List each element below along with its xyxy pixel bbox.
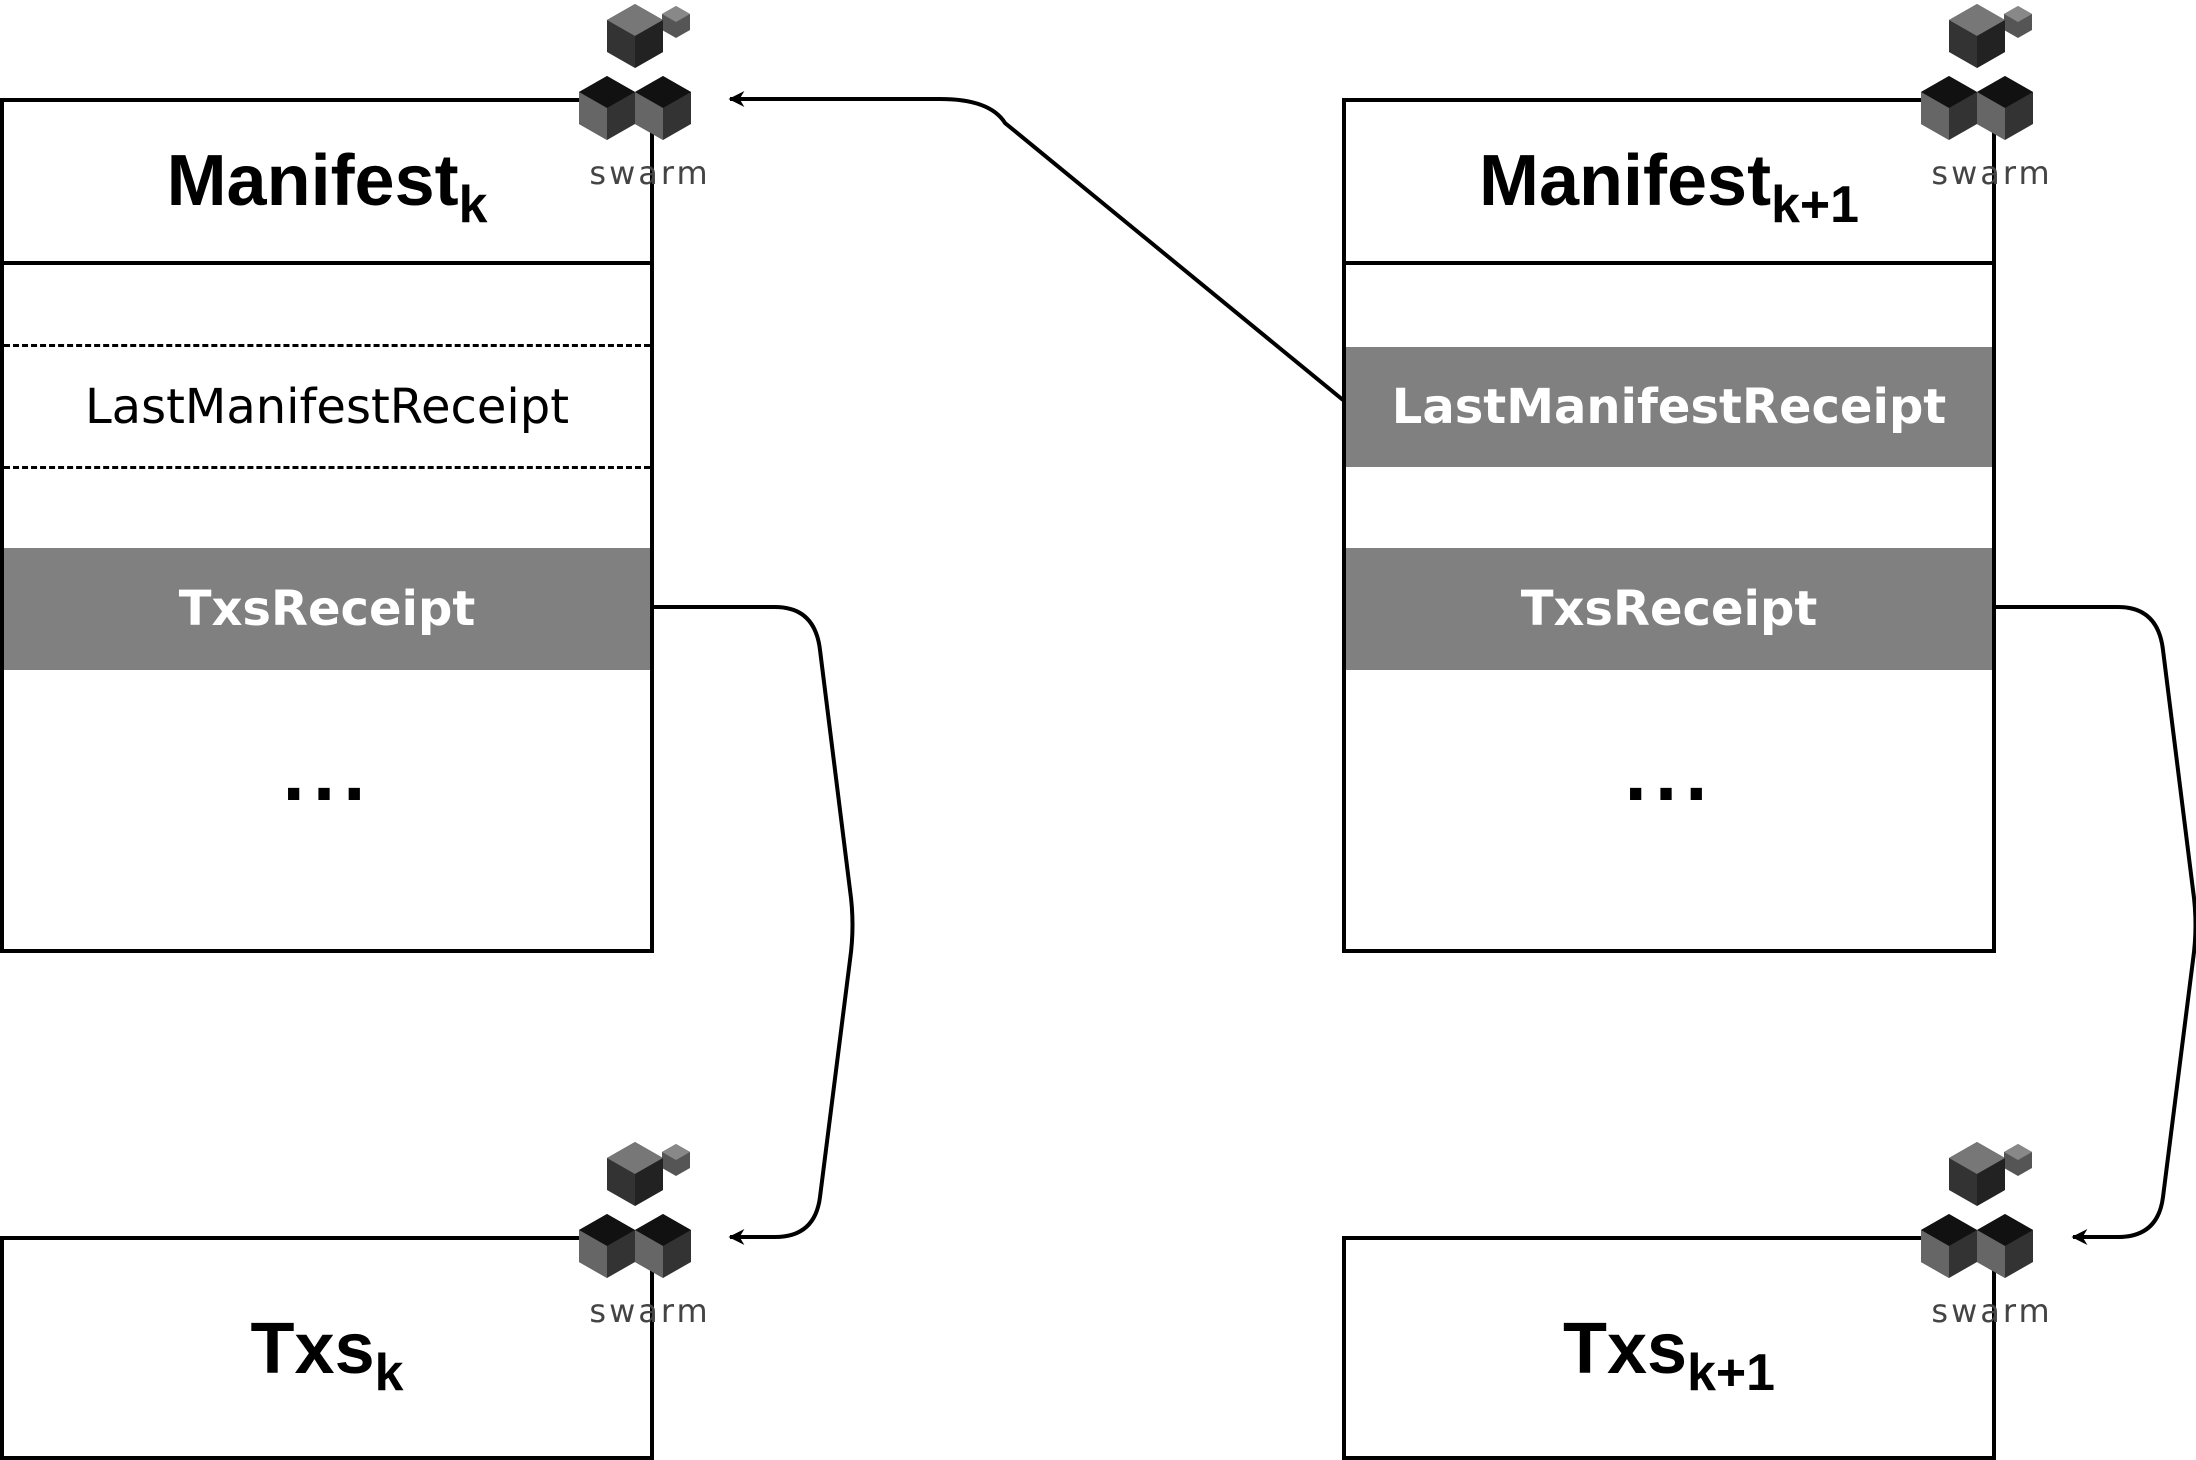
arrow-txs-receipt-k-to-txs-k: [652, 605, 855, 1245]
txs-k-title: Txsk: [4, 1308, 650, 1401]
swarm-logo-manifest-k: swarm: [570, 2, 730, 192]
swarm-hex-icon: [1921, 1142, 2033, 1278]
manifest-k1-title-text: Manifest: [1479, 141, 1772, 221]
swarm-hex-icon: [579, 4, 691, 140]
txs-k-block: Txsk: [0, 1236, 654, 1460]
txs-k1-title-text: Txs: [1563, 1309, 1688, 1389]
manifest-k1-header-divider: [1346, 261, 1992, 265]
swarm-logo-txs-k1: swarm: [1912, 1140, 2072, 1330]
arrow-txs-receipt-k1-to-txs-k1: [1995, 605, 2196, 1245]
manifest-k1-ellipsis: ...: [1623, 742, 1715, 816]
swarm-label: swarm: [589, 154, 711, 192]
swarm-logo-manifest-k1: swarm: [1912, 2, 2072, 192]
manifest-k-ellipsis: ...: [281, 742, 373, 816]
manifest-k1-txs-receipt: TxsReceipt: [1346, 548, 1992, 670]
manifest-k-dashed-top: [4, 344, 650, 347]
manifest-k-last-manifest-receipt: LastManifestReceipt: [84, 379, 570, 435]
swarm-hex-icon: [579, 1142, 691, 1278]
txs-k1-block: Txsk+1: [1342, 1236, 1996, 1460]
manifest-k-header-divider: [4, 261, 650, 265]
swarm-logo-txs-k: swarm: [570, 1140, 730, 1330]
swarm-label: swarm: [589, 1292, 711, 1330]
swarm-hex-icon: [1921, 4, 2033, 140]
swarm-label: swarm: [1931, 1292, 2053, 1330]
txs-k1-title: Txsk+1: [1346, 1308, 1992, 1401]
txs-k-subscript: k: [374, 1342, 404, 1401]
txs-k1-subscript: k+1: [1687, 1342, 1775, 1401]
manifest-k-txs-receipt: TxsReceipt: [4, 548, 650, 670]
swarm-label: swarm: [1931, 154, 2053, 192]
arrow-last-manifest-to-manifest-k: [728, 91, 1345, 402]
manifest-k1-title: Manifestk+1: [1346, 140, 1992, 233]
manifest-k-title-text: Manifest: [166, 141, 459, 221]
manifest-k1-subscript: k+1: [1771, 174, 1859, 233]
txs-k-title-text: Txs: [250, 1309, 375, 1389]
manifest-k-dashed-bottom: [4, 466, 650, 469]
manifest-k-title: Manifestk: [4, 140, 650, 233]
manifest-k1-last-manifest-receipt: LastManifestReceipt: [1346, 347, 1992, 467]
manifest-k-block: Manifestk LastManifestReceipt TxsReceipt…: [0, 98, 654, 953]
manifest-k-subscript: k: [458, 174, 488, 233]
manifest-k1-block: Manifestk+1 LastManifestReceipt TxsRecei…: [1342, 98, 1996, 953]
